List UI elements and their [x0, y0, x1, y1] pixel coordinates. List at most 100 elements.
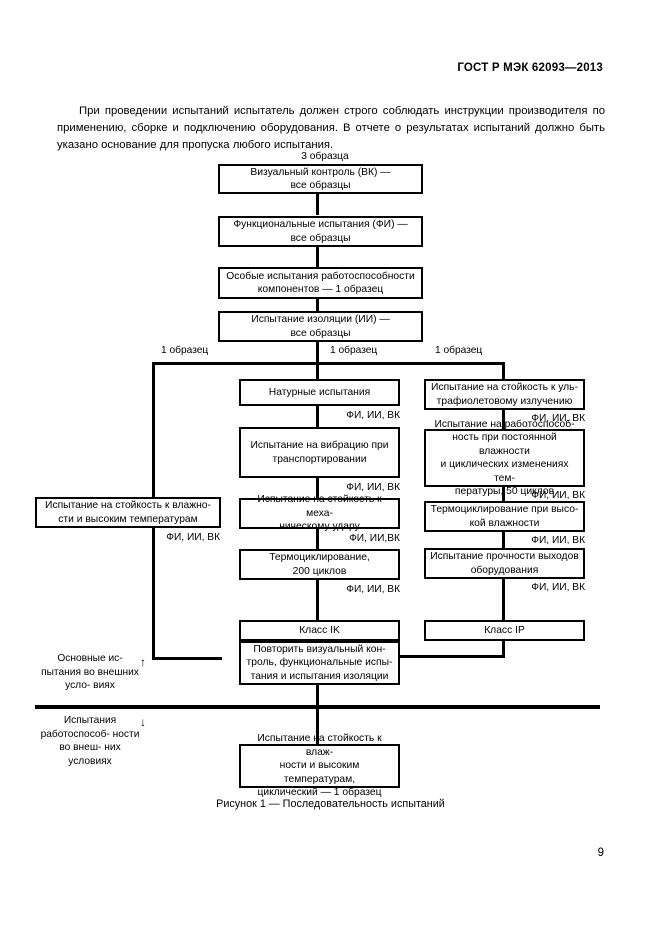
node-vibration-transport: Испытание на вибрацию при транспортирова…: [239, 427, 400, 478]
node-field-tests: Натурные испытания: [239, 379, 400, 406]
connector-thermo-to-ik: [316, 580, 319, 600]
arrow-up-icon: ↑: [140, 655, 146, 669]
node-mechanical-shock: Испытание на стойкость к меха- ническому…: [239, 494, 400, 532]
label-fi-ii-vk-mid-1: ФИ, ИИ, ВК: [346, 410, 400, 421]
sidelabel-upper-line4: виях: [93, 680, 115, 691]
connector-shock-to-thermo: [316, 529, 319, 550]
node-functional-tests-line2: все образцы: [290, 232, 351, 244]
node-visual-control-line2: все образцы: [290, 180, 351, 191]
node-class-ip: Класс IP: [424, 620, 585, 641]
node-repeat-line3: тания и испытания изоляции: [250, 670, 389, 682]
node-humid-cycle-line4: пературы, 50 циклов: [454, 486, 555, 497]
node-thermo-humid-line1: Термоциклирование при высо-: [430, 504, 579, 515]
sidelabel-upper-line2: пытания во: [41, 666, 95, 678]
node-class-ip-label: Класс IP: [484, 624, 525, 636]
label-fi-ii-vk-right-3: ФИ, ИИ, ВК: [531, 535, 585, 546]
label-branch-right: 1 образец: [435, 345, 483, 356]
node-thermocycling-200: Термоциклирование, 200 циклов: [239, 549, 400, 580]
node-damp-heat-cyclic-line1: Испытание на стойкость к влаж-: [257, 733, 382, 758]
connector-vibration-to-shock: [316, 478, 319, 499]
sidelabel-outdoor-main-tests: Основные ис- пытания во внешних усло- ви…: [40, 652, 140, 693]
sidelabel-lower-line2: работоспособ-: [40, 728, 110, 740]
node-constant-humidity-cycling: Испытание на работоспособ- ность при пос…: [424, 419, 585, 497]
standard-designation-header: ГОСТ Р МЭК 62093—2013: [457, 62, 603, 74]
node-special-component-line1: Особые испытания работоспособности: [226, 270, 415, 282]
connector-terminal-to-ip: [502, 579, 505, 599]
node-terminal-strength-line2: оборудования: [470, 564, 539, 576]
node-humid-cycle-line1: Испытание на работоспособ-: [434, 418, 575, 430]
connector-field-to-vibration: [316, 406, 319, 428]
node-visual-control: Визуальный контроль (ВК) — все образцы: [218, 164, 423, 194]
node-damp-heat-cyclic-line3: циклический — 1 образец: [257, 787, 382, 799]
node-damp-heat-left-line1: Испытание на стойкость к влажно-: [45, 500, 211, 511]
node-insulation-test: Испытание изоляции (ИИ) — все образцы: [218, 311, 423, 342]
label-fi-ii-vk-left: ФИ, ИИ, ВК: [166, 532, 220, 543]
node-mech-shock-line1: Испытание на стойкость к меха-: [257, 494, 382, 519]
node-damp-heat-left: Испытание на стойкость к влажно- сти и в…: [35, 497, 221, 528]
node-field-tests-label: Натурные испытания: [268, 386, 371, 398]
node-damp-heat-left-line2: сти и высоким температурам: [58, 513, 198, 525]
label-fi-ii-vk-right-4: ФИ, ИИ, ВК: [531, 582, 585, 593]
connector-sc-to-ins: [316, 298, 319, 312]
node-humid-cycle-line3: и циклических изменениях тем-: [440, 459, 569, 484]
connector-humid-to-thermohumid: [502, 487, 505, 502]
node-damp-heat-cyclic-line2: ности и высоким температурам,: [279, 760, 360, 785]
node-thermocycling-line2: 200 циклов: [292, 565, 347, 577]
intro-paragraph: При проведении испытаний испытатель долж…: [57, 105, 605, 152]
node-insulation-line1: Испытание изоляции (ИИ) —: [251, 314, 390, 325]
label-fi-ii-vk-mid-4: ФИ, ИИ, ВК: [346, 584, 400, 595]
connector-uv-to-humid: [502, 410, 505, 430]
node-damp-heat-cyclic: Испытание на стойкость к влаж- ности и в…: [239, 733, 400, 798]
connector-into-class-ip: [502, 599, 505, 621]
arrow-down-icon: ↓: [140, 715, 146, 729]
connector-left-rail-to-repeat: [152, 657, 222, 660]
connector-ip-to-repeat: [399, 655, 505, 658]
sidelabel-lower-line3: ности во внеш-: [59, 728, 140, 754]
node-functional-tests: Функциональные испытания (ФИ) — все обра…: [218, 216, 423, 247]
sidelabel-upper-line3: внешних усло-: [65, 666, 139, 692]
node-special-component-line2: компонентов — 1 образец: [257, 284, 384, 295]
node-visual-control-line1: Визуальный контроль (ВК) —: [250, 166, 391, 178]
sidelabel-outdoor-performance-tests: Испытания работоспособ- ности во внеш- н…: [40, 714, 140, 768]
node-humid-cycle-line2: ность при постоянной влажности: [452, 432, 557, 457]
node-functional-tests-line1: Функциональные испытания (ФИ) —: [233, 219, 408, 230]
node-mech-shock-line2: ническому удару: [279, 521, 360, 533]
node-vibration-line1: Испытание на вибрацию при: [250, 440, 389, 451]
connector-branch-bus: [152, 362, 505, 365]
label-branch-left: 1 образец: [161, 345, 209, 356]
node-uv-line1: Испытание на стойкость к уль-: [431, 382, 578, 393]
label-fi-ii-vk-mid-3: ФИ, ИИ,ВК: [349, 533, 400, 544]
label-fi-ii-vk-mid-2: ФИ, ИИ, ВК: [346, 482, 400, 493]
label-fi-ii-vk-right-2: ФИ, ИИ, ВК: [531, 490, 585, 501]
node-vibration-line2: транспортировании: [272, 453, 367, 465]
page-number: 9: [597, 847, 604, 859]
node-thermocycling-high-humidity: Термоциклирование при высо- кой влажност…: [424, 501, 585, 532]
connector-divider-to-final: [316, 707, 319, 745]
connector-right-branch-drop: [502, 362, 505, 380]
node-repeat-line2: троль, функциональные испы-: [246, 657, 393, 669]
sidelabel-lower-line1: Испытания: [63, 715, 117, 726]
node-terminal-strength-line1: Испытание прочности выходов: [430, 551, 579, 562]
label-fi-ii-vk-right-1: ФИ, ИИ, ВК: [531, 413, 585, 424]
node-repeat-vc-ft-insulation: Повторить визуальный кон- троль, функцио…: [239, 641, 400, 685]
connector-ft-to-sc: [316, 246, 319, 268]
connector-into-class-ik: [316, 600, 319, 621]
node-class-ik: Класс IK: [239, 620, 400, 641]
connector-middle-branch-drop: [316, 362, 319, 380]
connector-repeat-to-divider: [316, 684, 319, 707]
node-insulation-line2: все образцы: [290, 327, 351, 339]
node-terminal-strength: Испытание прочности выходов оборудования: [424, 548, 585, 579]
node-uv-resistance: Испытание на стойкость к уль- трафиолето…: [424, 379, 585, 410]
connector-ins-to-branch: [316, 341, 319, 363]
label-3-samples: 3 образца: [301, 151, 349, 162]
node-repeat-line1: Повторить визуальный кон-: [253, 643, 386, 655]
label-branch-middle: 1 образец: [330, 345, 378, 356]
sidelabel-lower-line4: них условиях: [68, 742, 121, 767]
node-thermocycling-line1: Термоциклирование,: [269, 552, 370, 563]
connector-thermohumid-to-terminal: [502, 532, 505, 549]
node-special-component-tests: Особые испытания работоспособности компо…: [218, 267, 423, 299]
node-thermo-humid-line2: кой влажности: [469, 517, 540, 529]
connector-ip-down: [502, 640, 505, 657]
